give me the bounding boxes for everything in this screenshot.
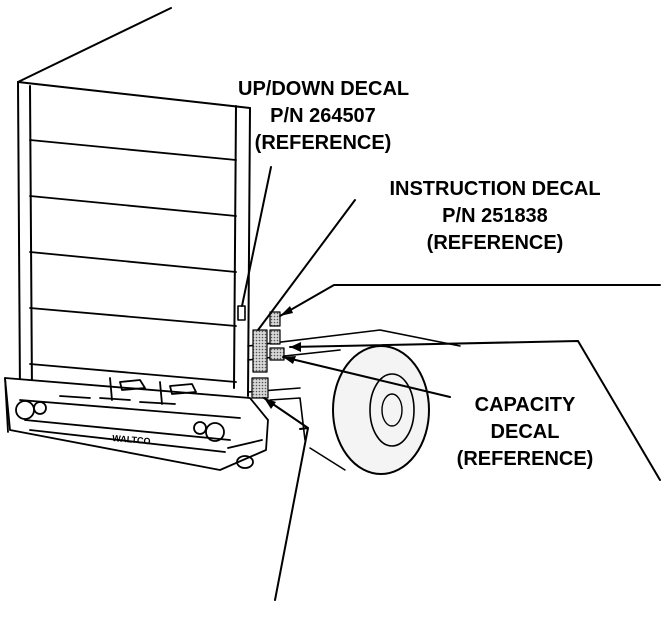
instruction-decal-part-number: P/N 251838 — [442, 205, 548, 227]
rear-door-panels — [29, 139, 237, 383]
platform-brand-label: WALTCO — [112, 433, 151, 446]
up-down-decal-callout: UP/DOWN DECAL P/N 264507 (REFERENCE) — [238, 76, 410, 157]
leader-lower-decal — [263, 397, 309, 601]
leader-upper-decal — [279, 284, 661, 317]
instruction-decal-callout: INSTRUCTION DECAL P/N 251838 (REFERENCE) — [365, 176, 625, 257]
leader-middle-decal — [289, 340, 661, 481]
leader-instruction — [257, 199, 356, 331]
leader-lines — [241, 166, 661, 601]
capacity-decal-subtitle: DECAL — [490, 421, 560, 443]
capacity-decal — [269, 347, 285, 361]
leader-up-down — [241, 166, 272, 307]
capacity-decal-reference: (REFERENCE) — [456, 448, 594, 470]
capacity-decal-title: CAPACITY — [474, 394, 576, 416]
leader-capacity — [282, 356, 451, 398]
truck-body — [17, 7, 251, 397]
up-down-decal-title: UP/DOWN DECAL — [238, 78, 410, 100]
upper-small-decal — [269, 311, 281, 327]
rear-wheel — [309, 345, 430, 475]
liftgate-platform — [4, 377, 269, 471]
arrowheads — [264, 306, 301, 409]
arrow-middle-decal — [290, 342, 301, 352]
instruction-decal-title: INSTRUCTION DECAL — [389, 178, 601, 200]
arrow-upper-decal — [280, 306, 293, 316]
up-down-decal-reference: (REFERENCE) — [254, 132, 392, 154]
instruction-decal — [252, 329, 268, 373]
arrow-capacity — [283, 356, 296, 364]
arrow-lower-decal — [264, 398, 276, 409]
middle-small-decal — [269, 329, 281, 345]
up-down-switch — [237, 305, 246, 321]
lower-decal — [251, 377, 269, 399]
instruction-decal-reference: (REFERENCE) — [426, 232, 564, 254]
up-down-decal-part-number: P/N 264507 — [270, 105, 376, 127]
decal-panel — [251, 311, 285, 399]
capacity-decal-callout: CAPACITY DECAL (REFERENCE) — [455, 392, 595, 473]
